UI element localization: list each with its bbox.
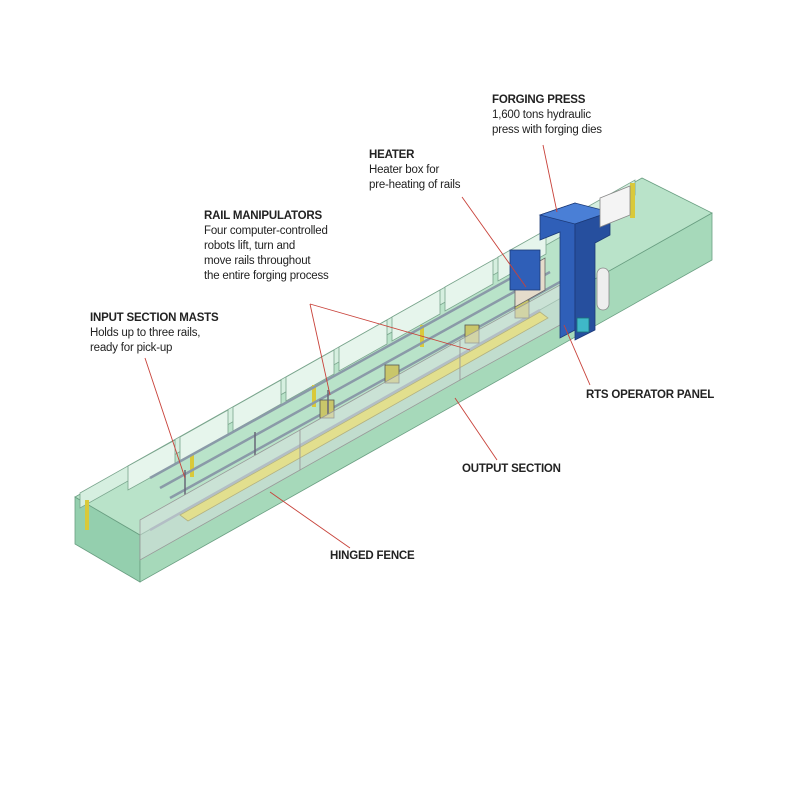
label-description: Holds up to three rails, ready for pick-… bbox=[90, 327, 201, 354]
label-title: HEATER bbox=[369, 149, 415, 161]
leader-lines bbox=[144, 144, 591, 549]
forging-press bbox=[509, 202, 612, 341]
label-title: RTS OPERATOR PANEL bbox=[586, 389, 715, 401]
label-output-section: OUTPUT SECTION bbox=[462, 462, 561, 477]
label-input-section-masts: INPUT SECTION MASTS Holds up to three ra… bbox=[90, 311, 219, 356]
label-forging-press: FORGING PRESS 1,600 tons hydraulic press… bbox=[492, 93, 602, 138]
label-heater: HEATER Heater box for pre-heating of rai… bbox=[369, 148, 460, 193]
label-description: Four computer-controlled robots lift, tu… bbox=[204, 225, 329, 282]
label-title: INPUT SECTION MASTS bbox=[90, 312, 219, 324]
rts-operator-panel bbox=[576, 317, 590, 333]
label-title: FORGING PRESS bbox=[492, 94, 586, 106]
label-hinged-fence: HINGED FENCE bbox=[330, 549, 415, 564]
input-masts bbox=[184, 390, 329, 495]
hinged-fence bbox=[139, 284, 561, 561]
label-title: RAIL MANIPULATORS bbox=[204, 210, 322, 222]
cabinets bbox=[599, 185, 631, 228]
label-title: HINGED FENCE bbox=[330, 550, 415, 562]
label-rail-manipulators: RAIL MANIPULATORS Four computer-controll… bbox=[204, 209, 329, 284]
label-rts-operator-panel: RTS OPERATOR PANEL bbox=[586, 388, 714, 403]
tank bbox=[596, 267, 610, 311]
label-description: 1,600 tons hydraulic press with forging … bbox=[492, 109, 602, 136]
label-title: OUTPUT SECTION bbox=[462, 463, 561, 475]
label-description: Heater box for pre-heating of rails bbox=[369, 164, 461, 191]
